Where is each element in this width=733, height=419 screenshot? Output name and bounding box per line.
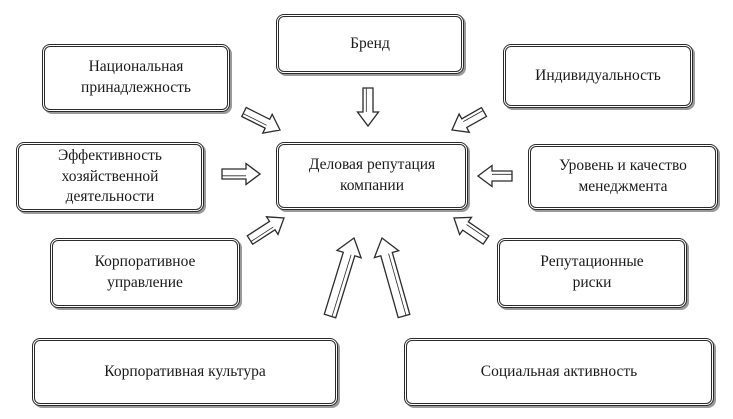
brand-box: Бренд — [276, 14, 464, 74]
arrow-social-icon — [373, 236, 411, 319]
national-label: Национальная принадлежность — [81, 58, 191, 96]
arrow-culture-icon — [323, 236, 363, 319]
social-label: Социальная активность — [480, 362, 638, 380]
center-label: Деловая репутация компании — [308, 156, 436, 194]
culture-box: Корпоративная культура — [32, 338, 338, 406]
culture-label: Корпоративная культура — [104, 362, 266, 380]
governance-box: Корпоративное управление — [50, 238, 240, 308]
arrow-risks-icon — [453, 216, 490, 246]
arrow-national-icon — [240, 106, 281, 134]
individuality-label: Индивидуальность — [535, 66, 661, 84]
risks-box: Репутационные риски — [497, 238, 687, 308]
arrow-individuality-icon — [451, 106, 488, 134]
social-box: Социальная активность — [404, 338, 714, 406]
brand-label: Бренд — [350, 34, 390, 52]
arrow-efficiency-icon — [221, 162, 262, 186]
efficiency-box: Эффективность хозяйственной деятельности — [16, 142, 204, 212]
national-box: Национальная принадлежность — [42, 44, 230, 112]
arrow-governance-icon — [246, 216, 285, 246]
center-box: Деловая репутация компании — [276, 142, 468, 210]
arrow-brand-icon — [356, 87, 380, 128]
arrow-management-icon — [476, 164, 513, 188]
management-label: Уровень и качество менеджмента — [559, 157, 687, 195]
governance-label: Корпоративное управление — [94, 253, 196, 291]
efficiency-label: Эффективность хозяйственной деятельности — [58, 146, 162, 206]
individuality-box: Индивидуальность — [503, 44, 693, 108]
management-box: Уровень и качество менеджмента — [528, 144, 718, 210]
risks-label: Репутационные риски — [540, 253, 644, 291]
